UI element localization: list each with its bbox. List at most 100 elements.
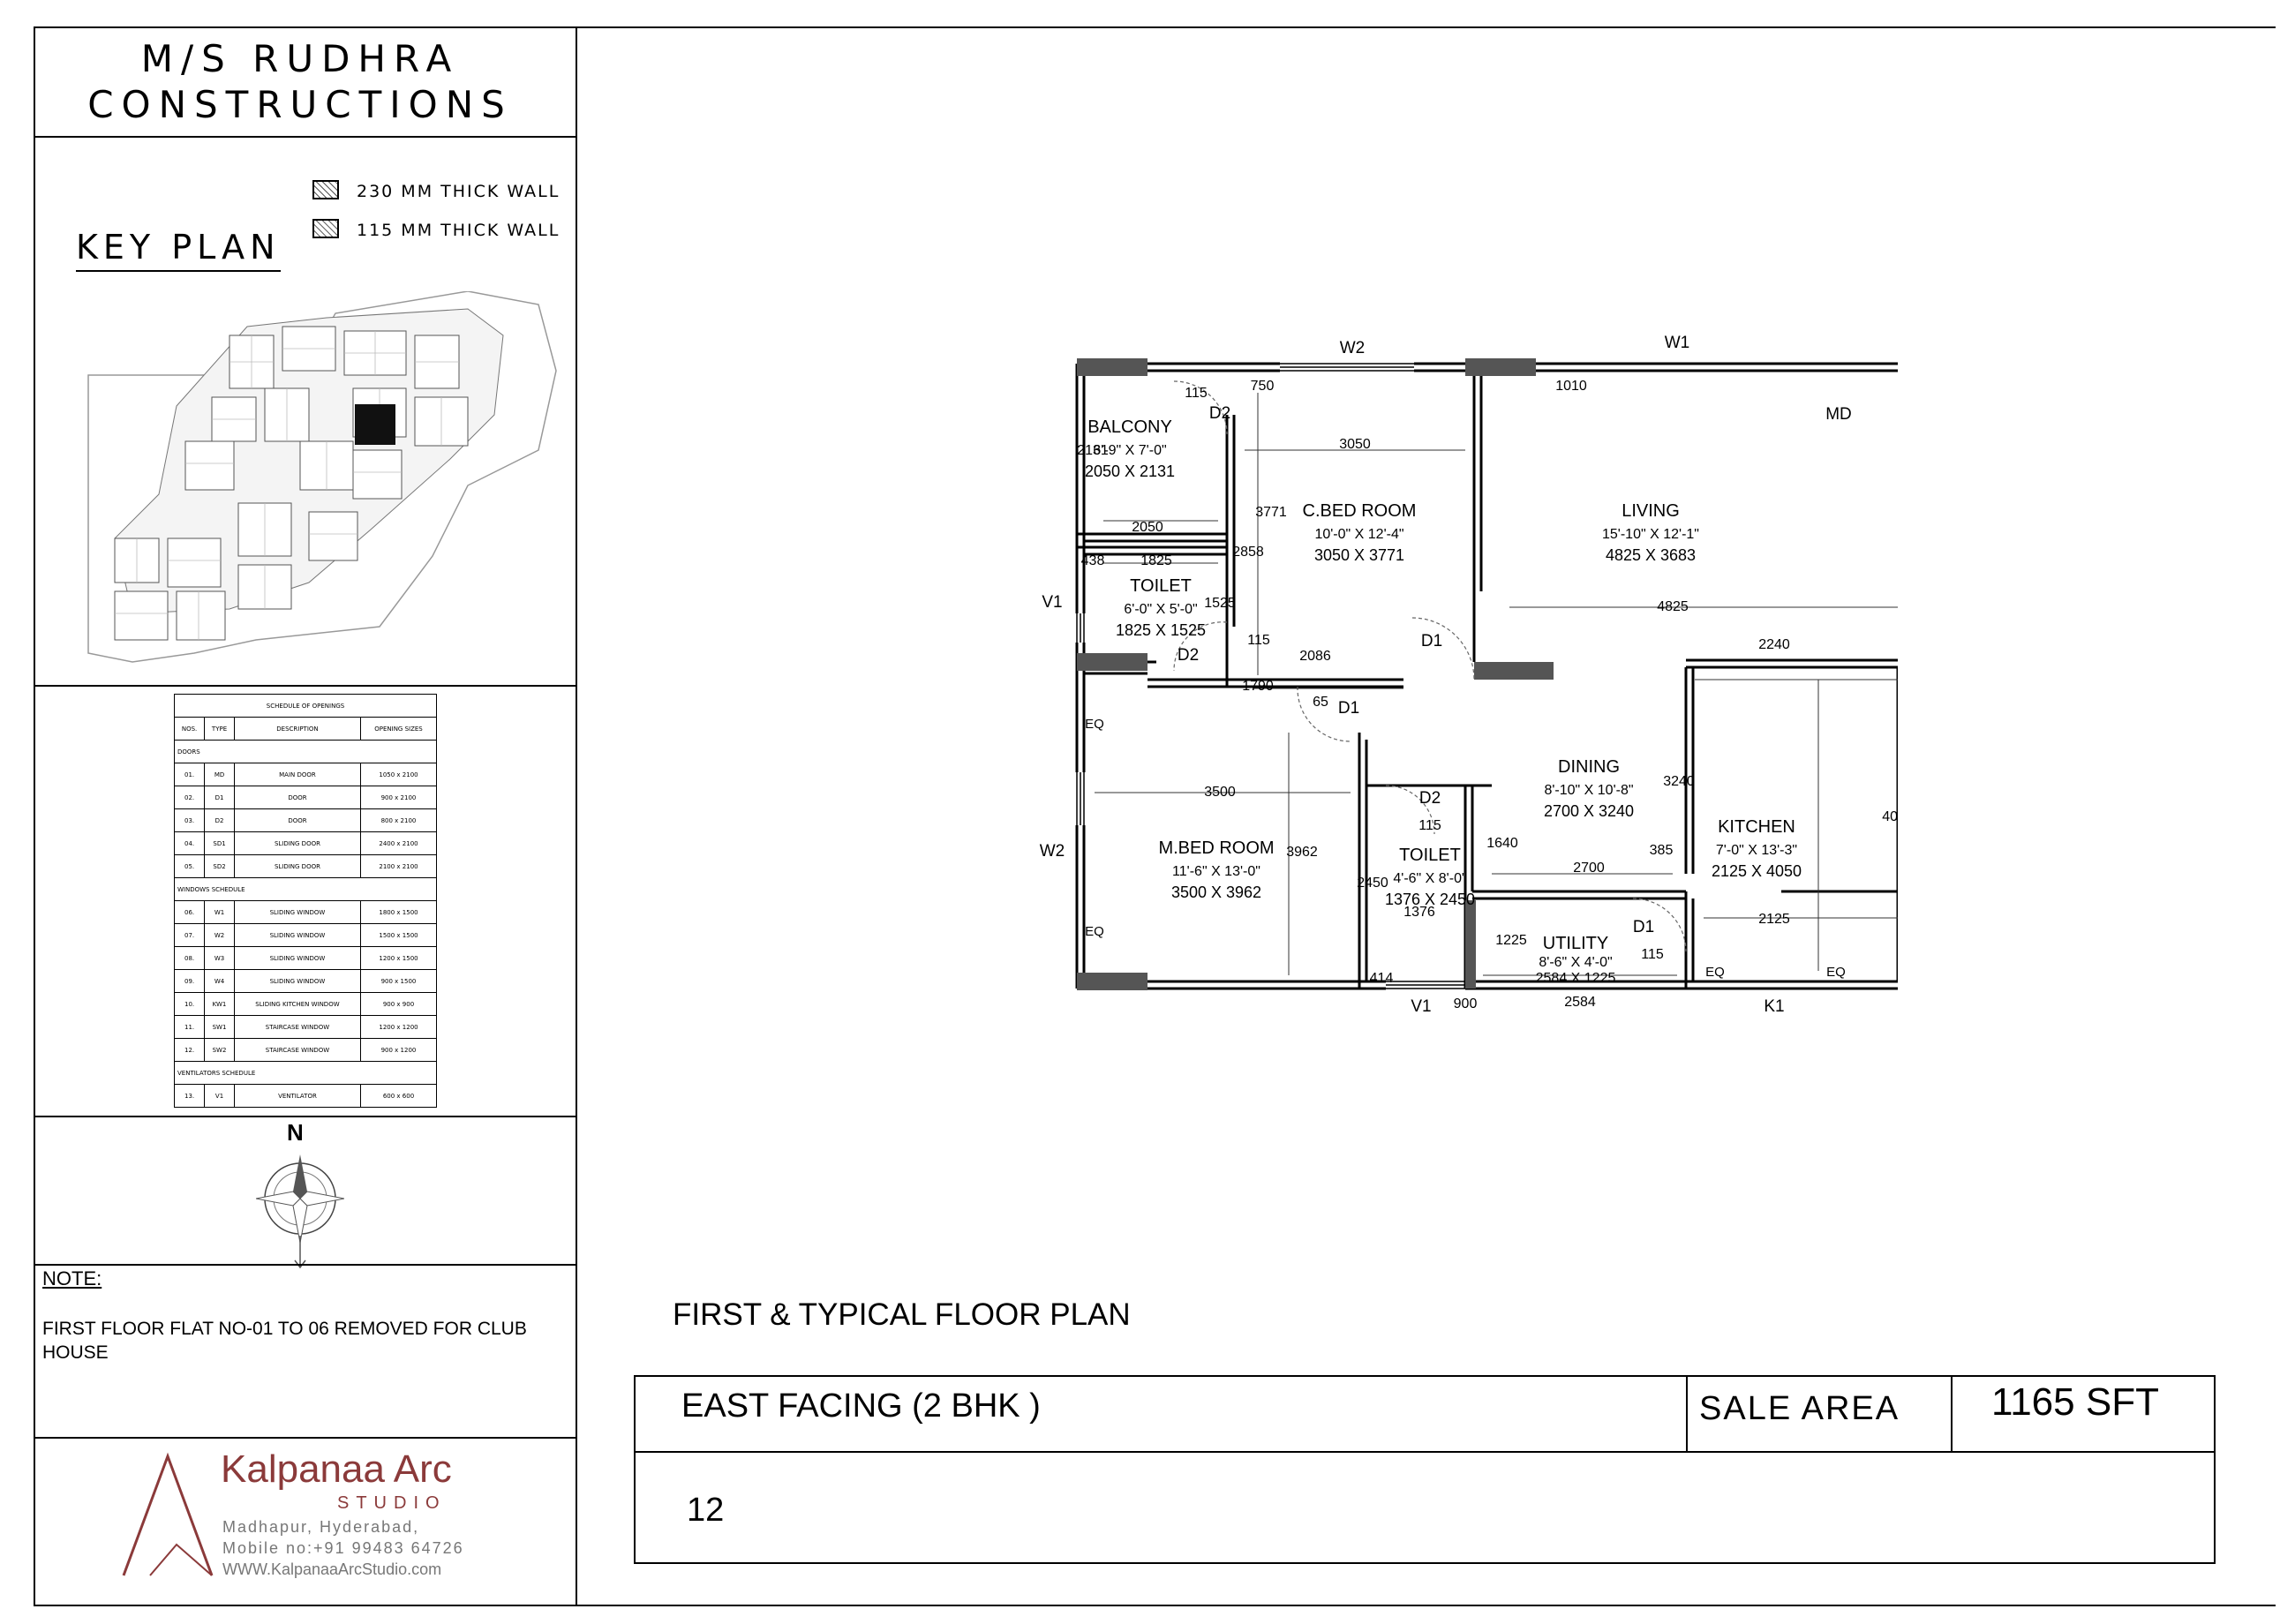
room-ft-cbed: 10'-0" X 12'-4" [1314, 527, 1403, 542]
room-ft-kitchen: 7'-0" X 13'-3" [1716, 843, 1797, 858]
schedule-header: OPENING SIZES [359, 717, 438, 741]
dim-3500: 3500 [1204, 785, 1236, 800]
wall-230-swatch [312, 180, 339, 199]
note-text: FIRST FLOOR FLAT NO-01 TO 06 REMOVED FOR… [42, 1319, 527, 1363]
title-block-col2 [1951, 1375, 1953, 1451]
wall-115-swatch [312, 219, 339, 238]
opening-md: MD [1825, 405, 1852, 424]
dim-1825: 1825 [1140, 553, 1172, 568]
brand-name: Kalpanaa Arc [221, 1447, 452, 1491]
dim-1790: 1790 [1242, 679, 1274, 694]
flat-number: 12 [687, 1492, 725, 1529]
dim-438: 438 [1081, 553, 1105, 568]
facing-label: EAST FACING (2 BHK ) [681, 1387, 1041, 1425]
sale-area-value: 1165 SFT [1991, 1380, 2159, 1424]
dim-2125: 2125 [1758, 912, 1790, 927]
opening-d2-toilet2: D2 [1419, 789, 1441, 808]
divider-title [34, 136, 576, 138]
room-mm-living: 4825 X 3683 [1606, 546, 1696, 564]
opening-w1-top: W1 [1665, 334, 1690, 352]
dim-4825: 4825 [1657, 599, 1689, 614]
brand-website: WWW.KalpanaaArcStudio.com [222, 1560, 442, 1578]
company-name-line1: M/S RUDHRA [140, 37, 460, 80]
dim-1376: 1376 [1403, 905, 1435, 920]
key-plan-site-map [87, 291, 557, 663]
schedule-header: TYPE [204, 717, 235, 741]
dim-385: 385 [1650, 843, 1674, 858]
room-name-utility: UTILITY [1543, 934, 1608, 953]
dim-1010: 1010 [1555, 379, 1587, 394]
room-mm-balcony: 2050 X 2131 [1085, 462, 1175, 480]
dim-115-d: 115 [1641, 947, 1664, 962]
room-name-dining: DINING [1558, 757, 1620, 777]
sale-area-label: SALE AREA [1699, 1390, 1900, 1427]
room-mm-toilet2: 1376 X 2450 [1385, 891, 1475, 908]
opening-w2-left: W2 [1040, 842, 1065, 861]
dim-65: 65 [1313, 695, 1328, 710]
opening-w2-top: W2 [1340, 339, 1366, 357]
company-name-line2: CONSTRUCTIONS [87, 83, 513, 126]
opening-eq-4: EQ [1826, 965, 1846, 980]
dim-2086: 2086 [1299, 649, 1331, 664]
dim-3771: 3771 [1255, 505, 1287, 520]
kalpanaa-logo-icon [122, 1452, 214, 1576]
opening-d1-utility: D1 [1633, 918, 1654, 936]
dim-900: 900 [1454, 996, 1478, 1011]
opening-v1-bottom: V1 [1411, 997, 1431, 1016]
room-ft-living: 15'-10" X 12'-1" [1602, 527, 1699, 542]
room-name-cbed: C.BED ROOM [1303, 501, 1417, 521]
schedule-title: SCHEDULE OF OPENINGS [174, 694, 437, 718]
schedule-section-doors: DOORS [174, 740, 437, 763]
room-ft-dining: 8'-10" X 10'-8" [1544, 783, 1633, 798]
dim-2858: 2858 [1232, 545, 1264, 560]
room-mm-toilet1: 1825 X 1525 [1116, 621, 1206, 639]
schedule-section-windows: WINDOWS SCHEDULE [174, 877, 437, 901]
dim-2450: 2450 [1357, 876, 1388, 891]
room-mm-utility: 2584 X 1225 [1536, 971, 1616, 986]
title-block-divider [634, 1451, 2216, 1453]
floor-plan: BALCONY 6'-9" X 7'-0" 2050 X 2131 C.BED … [1040, 334, 1898, 1016]
dim-1640: 1640 [1486, 836, 1518, 851]
title-block [634, 1375, 2216, 1564]
schedule-header: NOS. [173, 717, 206, 741]
divider-north [34, 1264, 576, 1266]
dim-2050: 2050 [1132, 520, 1163, 535]
dim-115-b: 115 [1247, 633, 1270, 648]
sidebar-divider [576, 26, 577, 1606]
north-arrow-icon [256, 1154, 344, 1269]
title-block-col1 [1686, 1375, 1688, 1451]
brand-address: Madhapur, Hyderabad, Mobile no:+91 99483… [222, 1516, 464, 1559]
brand-mobile: Mobile no:+91 99483 64726 [222, 1539, 464, 1557]
schedule-section-ventilators: VENTILATORS SCHEDULE [174, 1061, 437, 1085]
dim-2240: 2240 [1758, 637, 1790, 652]
opening-d2-toilet1: D2 [1178, 646, 1199, 665]
dim-750: 750 [1251, 379, 1275, 394]
dim-414: 414 [1370, 971, 1394, 986]
room-mm-cbed: 3050 X 3771 [1314, 546, 1404, 564]
opening-eq-1: EQ [1085, 717, 1104, 732]
opening-v1-left: V1 [1042, 593, 1062, 612]
room-name-kitchen: KITCHEN [1718, 817, 1795, 837]
dim-3050: 3050 [1339, 437, 1371, 452]
brand-studio: STUDIO [337, 1493, 447, 1513]
legend-wall-115: 115 MM THICK WALL [357, 221, 561, 240]
opening-eq-3: EQ [1705, 965, 1725, 980]
north-label: N [287, 1119, 304, 1146]
room-ft-toilet2: 4'-6" X 8'-0" [1393, 871, 1466, 886]
room-name-toilet1: TOILET [1130, 576, 1192, 596]
legend-wall-230: 230 MM THICK WALL [357, 182, 561, 201]
schedule-of-openings-table: SCHEDULE OF OPENINGS NOS. TYPE DESCRIPTI… [173, 694, 438, 1108]
dim-3240: 3240 [1663, 774, 1695, 789]
dim-2584: 2584 [1564, 995, 1596, 1010]
divider-keyplan [34, 685, 576, 687]
